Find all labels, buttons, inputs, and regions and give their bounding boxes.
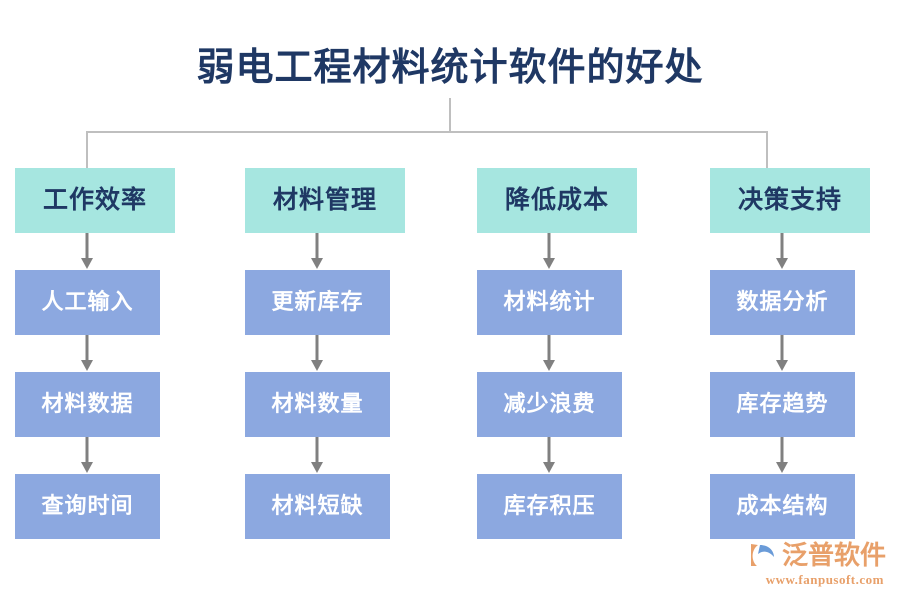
connector-drop-right <box>766 131 768 169</box>
arrow-1-3 <box>81 437 93 473</box>
arrow-4-1 <box>776 233 788 269</box>
header-box-3[interactable]: 降低成本 <box>477 168 637 233</box>
step-box-3-3[interactable]: 库存积压 <box>477 474 622 539</box>
arrow-4-2 <box>776 335 788 371</box>
fanpu-logo-icon <box>750 544 774 566</box>
step-box-4-2[interactable]: 库存趋势 <box>710 372 855 437</box>
step-box-3-2[interactable]: 减少浪费 <box>477 372 622 437</box>
header-box-2[interactable]: 材料管理 <box>245 168 405 233</box>
step-box-1-3[interactable]: 查询时间 <box>15 474 160 539</box>
arrow-1-2 <box>81 335 93 371</box>
step-box-1-1[interactable]: 人工输入 <box>15 270 160 335</box>
arrow-2-2 <box>311 335 323 371</box>
connector-horizontal-bar <box>86 131 768 133</box>
header-box-4[interactable]: 决策支持 <box>710 168 870 233</box>
step-box-3-1[interactable]: 材料统计 <box>477 270 622 335</box>
step-box-2-2[interactable]: 材料数量 <box>245 372 390 437</box>
arrow-3-2 <box>543 335 555 371</box>
arrow-3-1 <box>543 233 555 269</box>
arrow-3-3 <box>543 437 555 473</box>
step-box-1-2[interactable]: 材料数据 <box>15 372 160 437</box>
step-box-4-3[interactable]: 成本结构 <box>710 474 855 539</box>
header-box-1[interactable]: 工作效率 <box>15 168 175 233</box>
brand-url: www.fanpusoft.com <box>765 572 884 587</box>
brand-watermark: 泛普软件 www.fanpusoft.com <box>747 541 886 588</box>
arrow-2-3 <box>311 437 323 473</box>
page-title: 弱电工程材料统计软件的好处 <box>196 47 704 89</box>
brand-name: 泛普软件 <box>781 540 886 570</box>
arrow-2-1 <box>311 233 323 269</box>
connector-center-stem <box>449 98 451 132</box>
arrow-4-3 <box>776 437 788 473</box>
connector-drop-left <box>86 131 88 169</box>
arrow-1-1 <box>81 233 93 269</box>
step-box-4-1[interactable]: 数据分析 <box>710 270 855 335</box>
step-box-2-1[interactable]: 更新库存 <box>245 270 390 335</box>
step-box-2-3[interactable]: 材料短缺 <box>245 474 390 539</box>
brand-row: 泛普软件 <box>747 541 886 569</box>
